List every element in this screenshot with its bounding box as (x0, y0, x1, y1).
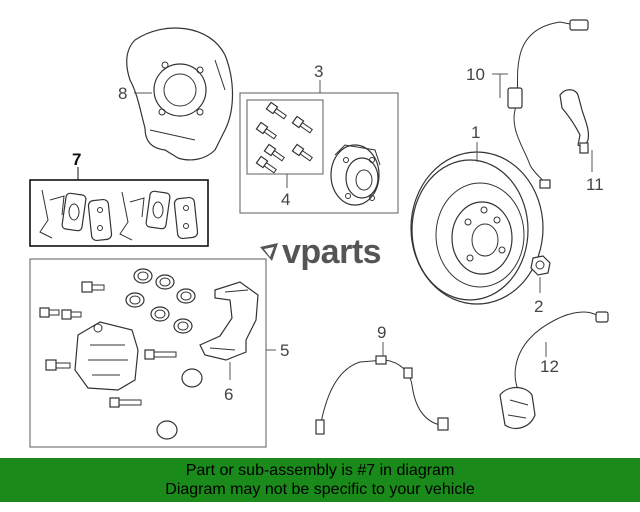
caliper-assembly-box (29, 258, 267, 448)
brake-pads-part (39, 189, 199, 242)
callout-8: 8 (118, 84, 127, 103)
callout-12: 12 (540, 357, 559, 376)
rear-abs-harness-part (499, 311, 609, 429)
brake-hose-part (315, 355, 449, 435)
callout-11: 11 (586, 175, 604, 194)
brake-rotor-part (410, 151, 544, 305)
abs-harness-part (507, 19, 589, 189)
callout-9: 9 (377, 323, 386, 342)
hub-nut-part (530, 255, 551, 276)
callout-5: 5 (280, 341, 289, 360)
callout-3: 3 (314, 62, 323, 81)
speed-sensor-part (559, 89, 590, 154)
hub-bearing-part (330, 144, 381, 206)
hub-bolt-subbox (246, 99, 324, 175)
callout-2: 2 (534, 297, 543, 316)
callout-7: 7 (72, 150, 81, 169)
caliper-bracket-part (199, 281, 259, 361)
watermark-logo: vparts (258, 232, 382, 272)
callout-10: 10 (466, 65, 485, 84)
caliper-seals-part (125, 268, 196, 334)
caliper-body-part (74, 321, 139, 391)
callout-1: 1 (471, 123, 480, 142)
info-banner: Part or sub-assembly is #7 in diagram Di… (0, 458, 640, 502)
banner-line-2: Diagram may not be specific to your vehi… (165, 481, 475, 498)
parts-diagram: 8 3 4 1 (29, 19, 609, 448)
callout-4: 4 (281, 190, 290, 209)
caliper-bolts-part (39, 281, 203, 440)
pad-kit-box (29, 179, 209, 247)
dust-shield-part (126, 27, 234, 161)
vparts-logo-icon (258, 241, 280, 263)
callout-6: 6 (224, 385, 233, 404)
banner-line-1: Part or sub-assembly is #7 in diagram (185, 462, 455, 479)
watermark-text: vparts (282, 232, 382, 271)
hub-assembly-box (239, 92, 399, 214)
hub-bolts-part (255, 101, 313, 174)
